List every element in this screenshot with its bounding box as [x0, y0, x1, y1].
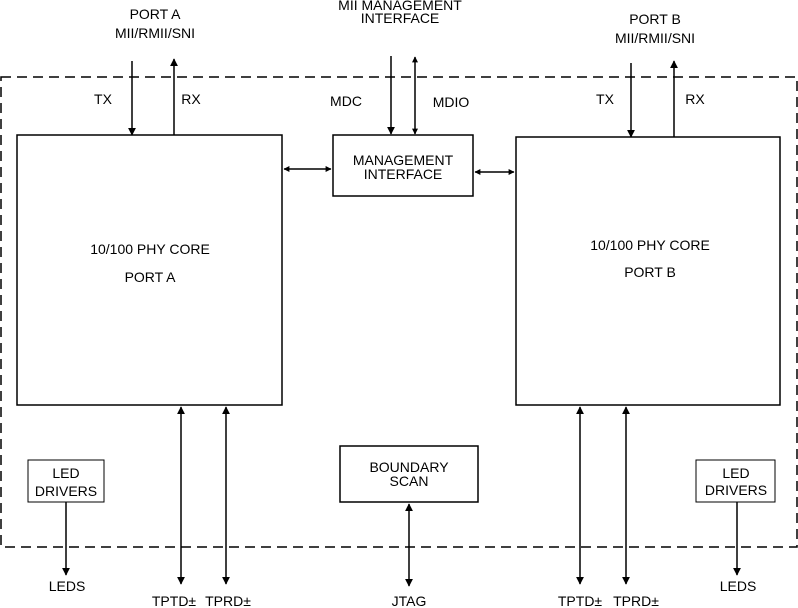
mgmt-line1: MANAGEMENT — [353, 152, 454, 168]
led-right-line1: LED — [722, 465, 749, 481]
boundary-line2: SCAN — [390, 473, 429, 489]
mdio-label: MDIO — [433, 94, 470, 110]
mgmt-line2: INTERFACE — [364, 166, 443, 182]
port-b-tx-label: TX — [596, 91, 615, 107]
port-a-subtitle: MII/RMII/SNI — [115, 25, 195, 41]
port-b-subtitle: MII/RMII/SNI — [615, 30, 695, 46]
led-left-line1: LED — [52, 465, 79, 481]
led-left-line2: DRIVERS — [35, 483, 97, 499]
management-interface-block — [332, 134, 474, 197]
phy-core-port-a — [16, 134, 283, 406]
mii-title-line2: INTERFACE — [361, 10, 440, 26]
tprd-b-label: TPRD± — [613, 593, 659, 608]
phy-core-a-line2: PORT A — [125, 269, 177, 285]
mdc-label: MDC — [330, 93, 362, 109]
phy-core-b-line2: PORT B — [624, 264, 676, 280]
phy-core-a-line1: 10/100 PHY CORE — [90, 241, 210, 257]
leds-left-label: LEDS — [49, 578, 86, 594]
port-a-rx-label: RX — [181, 91, 201, 107]
port-a-tx-label: TX — [94, 91, 113, 107]
boundary-line1: BOUNDARY — [369, 459, 449, 475]
port-b-rx-label: RX — [685, 91, 705, 107]
boundary-scan-block — [339, 445, 479, 503]
tptd-a-label: TPTD± — [152, 593, 197, 608]
port-b-title: PORT B — [629, 11, 681, 27]
tprd-a-label: TPRD± — [205, 593, 251, 608]
led-right-line2: DRIVERS — [705, 482, 767, 498]
chip-boundary — [0, 76, 798, 548]
leds-right-label: LEDS — [720, 578, 757, 594]
jtag-label: JTAG — [392, 593, 427, 608]
phy-core-b-line1: 10/100 PHY CORE — [590, 237, 710, 253]
led-drivers-right — [695, 459, 776, 503]
port-a-title: PORT A — [130, 6, 182, 22]
tptd-b-label: TPTD± — [558, 593, 603, 608]
mii-title-line1: MII MANAGEMENT — [338, 0, 462, 13]
phy-core-port-b — [515, 136, 781, 406]
